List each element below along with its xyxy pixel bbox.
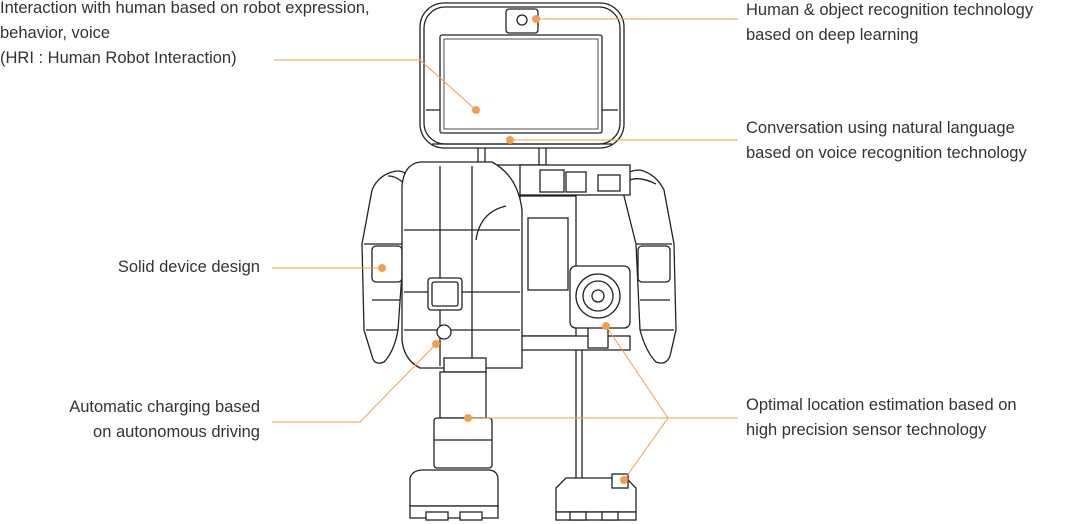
callout-line-hri: [274, 59, 477, 111]
marker-dot-charging: [432, 340, 440, 348]
robot-right-foot: [555, 473, 637, 521]
marker-dot-conversation: [506, 136, 514, 144]
label-recognition: Human & object recognition technology ba…: [746, 0, 1033, 48]
label-recognition-line-2: based on deep learning: [746, 26, 919, 44]
robot-torso: [401, 161, 523, 369]
marker-dot-location-sensor: [602, 322, 610, 330]
marker-dots: [378, 15, 628, 484]
robot-chassis: [519, 164, 631, 480]
callout-line-location-b: [623, 417, 669, 481]
label-hri-line-3: (HRI : Human Robot Interaction): [0, 49, 237, 67]
robot-lidar-sensor: [569, 265, 631, 329]
marker-dot-location-leg: [464, 414, 472, 422]
label-conversation-line-1: Conversation using natural language: [746, 119, 1015, 137]
label-location-line-2: high precision sensor technology: [746, 421, 987, 439]
callout-line-charging: [272, 343, 437, 423]
label-charging: Automatic charging based on autonomous d…: [69, 395, 260, 445]
label-solid: Solid device design: [118, 255, 260, 280]
label-charging-line-2: on autonomous driving: [93, 423, 260, 441]
label-conversation-line-2: based on voice recognition technology: [746, 144, 1027, 162]
marker-dot-solid: [378, 264, 386, 272]
label-location-line-1: Optimal location estimation based on: [746, 396, 1017, 414]
label-hri: Interaction with human based on robot ex…: [0, 0, 370, 71]
robot-left-leg: [409, 357, 499, 521]
label-charging-line-1: Automatic charging based: [69, 398, 260, 416]
robot-left-arm: [361, 170, 413, 364]
marker-dot-location-foot: [620, 476, 628, 484]
label-hri-line-1: Interaction with human based on robot ex…: [0, 0, 370, 17]
marker-dot-hri: [472, 106, 480, 114]
label-solid-line-1: Solid device design: [117, 258, 260, 276]
callout-lines: [272, 18, 738, 481]
robot-head: [419, 2, 625, 149]
label-location: Optimal location estimation based on hig…: [746, 393, 1017, 443]
label-conversation: Conversation using natural language base…: [746, 116, 1027, 166]
label-hri-line-2: behavior, voice: [0, 24, 111, 42]
robot-illustration: [361, 2, 677, 521]
robot-right-arm: [619, 169, 677, 364]
marker-dot-recognition: [532, 15, 540, 23]
label-recognition-line-1: Human & object recognition technology: [746, 1, 1034, 19]
